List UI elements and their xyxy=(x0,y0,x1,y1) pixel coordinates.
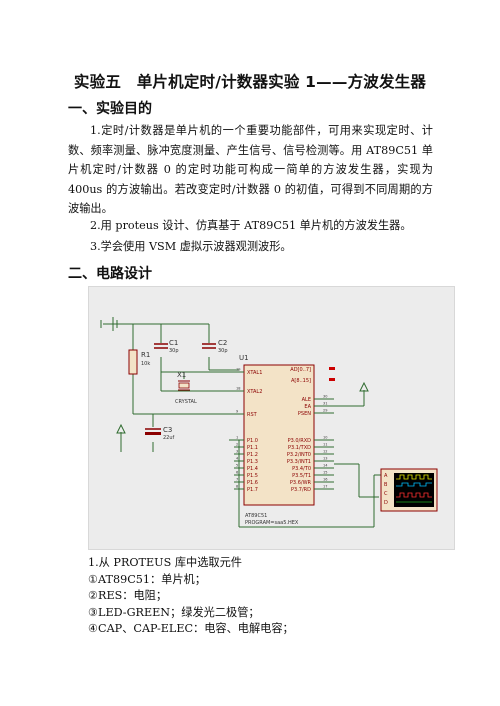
c1-label: C1 xyxy=(169,339,178,347)
r1-value: 10k xyxy=(141,361,150,367)
c2-label: C2 xyxy=(218,339,227,347)
capacitor-c1-icon xyxy=(154,343,168,349)
x1-value: CRYSTAL xyxy=(175,399,197,405)
chip-right-pin-number: 17 xyxy=(323,485,327,489)
chip-left-pin-label: P1.0 xyxy=(247,438,258,444)
bus-stub-ad xyxy=(329,367,335,370)
purpose-paragraph-2: 2.用 proteus 设计、仿真基于 AT89C51 单片机的方波发生器。 xyxy=(68,216,433,236)
chip-right-ctrl-label: PSEN xyxy=(298,411,311,417)
chip-left-pin-label: P1.3 xyxy=(247,459,258,465)
chip-right-pin-number: 31 xyxy=(323,402,327,406)
c1-value: 30p xyxy=(169,348,179,354)
x1-label: X1 xyxy=(177,371,186,379)
chip-right-pin-number: 12 xyxy=(323,450,327,454)
purpose-paragraph-1-text: 1.定时/计数器是单片机的一个重要功能部件，可用来实现定时、计数、频率测量、脉冲… xyxy=(68,124,433,215)
purpose-paragraph-3-text: 3.学会使用 VSM 虚拟示波器观测波形。 xyxy=(90,240,292,253)
power-source-icon xyxy=(100,317,118,331)
chip-left-pin-number: 6 xyxy=(236,471,238,475)
scope-channel-label: C xyxy=(384,491,388,497)
chip-left-pin-label: P1.4 xyxy=(247,466,258,472)
chip-left-pin-label: P1.1 xyxy=(247,445,258,451)
chip-right-pin-number: 15 xyxy=(323,471,327,475)
u1-label: U1 xyxy=(239,354,249,362)
chip-right-p3-label: P3.3/INT1 xyxy=(287,459,311,465)
chip-left-pin-number: 3 xyxy=(236,450,238,454)
chip-right-p3-label: P3.7/RD xyxy=(291,487,311,493)
chip-right-p3-label: P3.0/RXD xyxy=(288,438,312,444)
chip-left-pin-number: 7 xyxy=(236,478,238,482)
chip-left-pin-label: P1.5 xyxy=(247,473,258,479)
chip-right-ctrl-label: ALE xyxy=(302,397,311,403)
purpose-paragraph-3: 3.学会使用 VSM 虚拟示波器观测波形。 xyxy=(68,237,433,257)
chip-left-pin-number: 2 xyxy=(236,443,238,447)
chip-left-pin-number: 18 xyxy=(236,387,240,391)
power-terminal-left-icon xyxy=(116,423,126,434)
mcu-chip xyxy=(243,364,315,506)
circuit-schematic: R1 10k C1 30p C2 30p X1 CRYSTAL C3 22 xyxy=(88,286,455,550)
chip-right-pin-number: 13 xyxy=(323,457,327,461)
capacitor-c2-icon xyxy=(202,343,216,349)
list-item: ①AT89C51：单片机； xyxy=(88,572,206,586)
oscilloscope-icon xyxy=(380,468,438,512)
chip-left-pin-label: RST xyxy=(247,412,258,418)
chip-right-pin-number: 29 xyxy=(323,409,327,413)
chip-right-bus-label: AD[0..7] xyxy=(290,367,311,373)
power-terminal-right-icon xyxy=(359,381,369,392)
chip-left-pin-number: 8 xyxy=(236,485,238,489)
scope-channel-label: B xyxy=(384,482,388,488)
chip-right-p3-label: P3.1/TXD xyxy=(288,445,311,451)
c3-value: 22uf xyxy=(163,435,175,441)
purpose-paragraph-2-text: 2.用 proteus 设计、仿真基于 AT89C51 单片机的方波发生器。 xyxy=(90,219,412,232)
chip-right-pin-number: 16 xyxy=(323,478,327,482)
list-item: 1.从 PROTEUS 库中选取元件 xyxy=(88,556,242,569)
chip-left-pin-number: 5 xyxy=(236,464,238,468)
chip-right-p3-label: P3.4/T0 xyxy=(292,466,311,472)
chip-left-pin-number: 4 xyxy=(236,457,239,461)
chip-left-pin-number: 19 xyxy=(236,368,240,372)
r1-label: R1 xyxy=(141,351,150,359)
component-list: 1.从 PROTEUS 库中选取元件 ①AT89C51：单片机； ②RES：电阻… xyxy=(88,555,294,638)
chip-left-pin-label: P1.7 xyxy=(247,487,258,493)
scope-channel-label: A xyxy=(384,473,388,479)
schematic-svg: R1 10k C1 30p C2 30p X1 CRYSTAL C3 22 xyxy=(100,317,438,528)
chip-right-pin-number: 30 xyxy=(323,395,327,399)
chip-right-p3-label: P3.6/WR xyxy=(290,480,312,486)
chip-right-p3-label: P3.2/INT0 xyxy=(287,452,311,458)
capacitor-c3-icon xyxy=(145,428,161,435)
chip-program: PROGRAM=saa5.HEX xyxy=(245,520,299,526)
page-title: 实验五 单片机定时/计数器实验 1——方波发生器 xyxy=(73,73,427,91)
crystal-x1-icon xyxy=(178,380,190,391)
scope-channel-label: D xyxy=(384,500,388,506)
bus-stub-a xyxy=(329,378,335,381)
c3-label: C3 xyxy=(163,426,172,434)
chip-right-bus-label: A[8..15] xyxy=(291,378,311,384)
section-heading-circuit: 二、电路设计 xyxy=(68,266,152,282)
list-item: ④CAP、CAP-ELEC：电容、电解电容； xyxy=(88,622,294,635)
chip-left-pin-number: 1 xyxy=(236,436,238,440)
chip-left-pin-label: P1.2 xyxy=(247,452,258,458)
chip-left-pin-number: 9 xyxy=(236,410,238,414)
chip-right-ctrl-label: EA xyxy=(304,404,311,410)
list-item: ③LED-GREEN；绿发光二极管； xyxy=(88,605,260,619)
chip-left-pin-label: P1.6 xyxy=(247,480,258,486)
list-item: ②RES：电阻； xyxy=(88,589,168,602)
section-heading-purpose: 一、实验目的 xyxy=(68,101,152,117)
chip-right-pin-number: 10 xyxy=(323,436,327,440)
chip-left-pin-label: XTAL1 xyxy=(247,370,262,376)
chip-right-pin-number: 11 xyxy=(323,443,327,447)
purpose-paragraph-1: 1.定时/计数器是单片机的一个重要功能部件，可用来实现定时、计数、频率测量、脉冲… xyxy=(68,121,433,219)
chip-right-pin-number: 14 xyxy=(323,464,328,468)
chip-name: AT89C51 xyxy=(245,513,267,519)
resistor-r1-icon xyxy=(128,349,138,375)
c2-value: 30p xyxy=(218,348,228,354)
chip-right-p3-label: P3.5/T1 xyxy=(292,473,311,479)
chip-left-pin-label: XTAL2 xyxy=(247,389,262,395)
